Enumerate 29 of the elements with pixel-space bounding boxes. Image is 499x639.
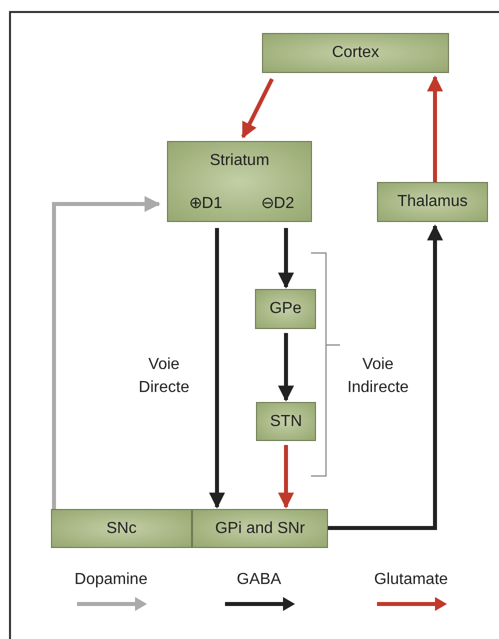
region-label: Thalamus (397, 193, 468, 211)
region-box (256, 402, 316, 441)
receptor-label: ⊕D1 (188, 194, 222, 212)
region-box (51, 509, 192, 548)
pathway-label: Voie Indirecte (346, 355, 410, 398)
arrow (278, 445, 294, 509)
region-label: SNc (106, 520, 137, 538)
arrow (209, 228, 225, 509)
region-label: STN (270, 412, 302, 430)
legend-label: Dopamine (74, 570, 148, 590)
arrow (52, 196, 161, 509)
region-box (255, 289, 316, 329)
arrow (328, 224, 443, 530)
legend-label: GABA (236, 570, 282, 590)
region-label: GPe (269, 300, 302, 318)
region-box (262, 33, 449, 73)
region-label: GPi and SNr (215, 520, 305, 538)
region-label: Cortex (332, 44, 380, 62)
legend-label: Glutamate (373, 570, 449, 590)
arrow (241, 78, 274, 138)
region-label: Striatum (210, 152, 270, 170)
arrow (278, 228, 294, 289)
receptor-label: ⊖D2 (260, 194, 294, 212)
region-box (377, 182, 488, 222)
region-box (192, 509, 328, 548)
pathway-label: Voie Directe (138, 355, 190, 398)
arrow (427, 75, 443, 182)
arrow (278, 333, 294, 402)
region-box (167, 141, 312, 222)
